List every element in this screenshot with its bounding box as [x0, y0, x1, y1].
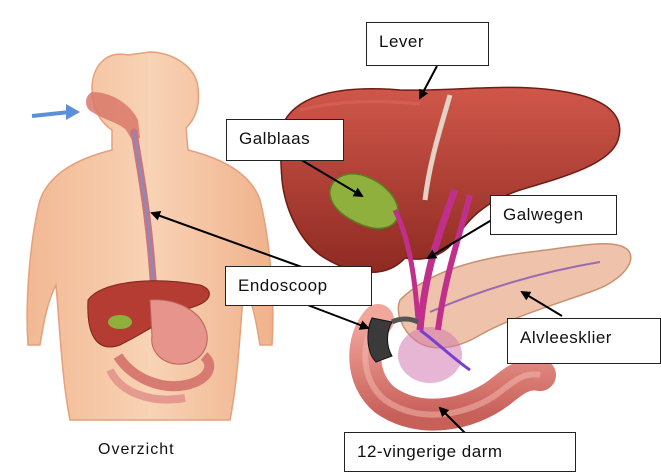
label-endoscoop: Endoscoop: [225, 266, 372, 306]
body-silhouette: [27, 52, 273, 420]
label-darm: 12-vingerige darm: [344, 432, 576, 472]
caption-overzicht: Overzicht: [98, 441, 175, 459]
arrow-endoscoop-detail: [305, 304, 368, 328]
label-lever: Lever: [366, 22, 489, 66]
label-galblaas: Galblaas: [226, 119, 344, 161]
label-alvleesklier: Alvleesklier: [507, 318, 661, 364]
blue-arrow-icon: [32, 104, 80, 120]
label-galwegen: Galwegen: [490, 195, 617, 235]
